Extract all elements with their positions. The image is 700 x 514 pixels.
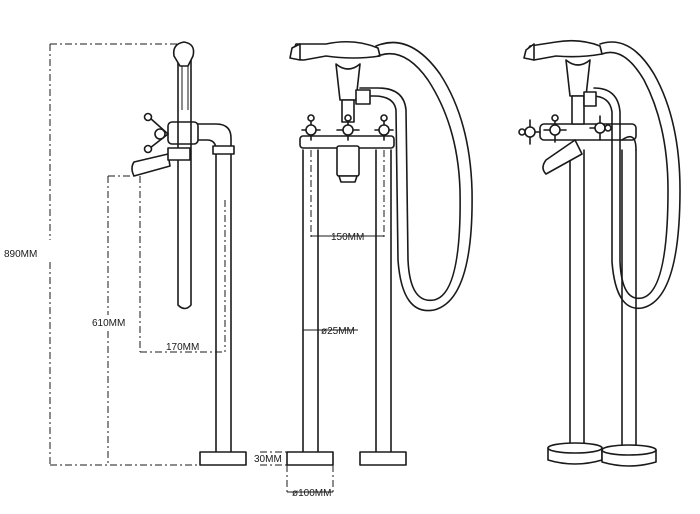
base-diameter-label: ø100MM xyxy=(292,488,331,499)
cross-handle-icon xyxy=(336,114,360,141)
cross-handle-icon xyxy=(543,114,567,143)
front-view: 150MM ø25MM 30MM ø100MM xyxy=(254,40,473,499)
spout-reach-label: 170MM xyxy=(166,342,199,353)
cross-handle-icon xyxy=(589,115,612,141)
spout-height-label: 610MM xyxy=(92,318,125,329)
overall-height-label: 890MM xyxy=(4,249,37,260)
side-view: 890MM 610MM 170MM xyxy=(4,41,247,466)
cross-handle-icon xyxy=(143,112,169,154)
cross-handle-icon xyxy=(301,114,321,141)
valve-centers-label: 150MM xyxy=(331,232,364,243)
perspective-view xyxy=(518,39,681,467)
base-height-label: 30MM xyxy=(254,454,282,465)
cross-handle-icon xyxy=(374,114,394,141)
cross-handle-icon xyxy=(518,119,541,145)
pipe-diameter-label: ø25MM xyxy=(321,326,355,337)
